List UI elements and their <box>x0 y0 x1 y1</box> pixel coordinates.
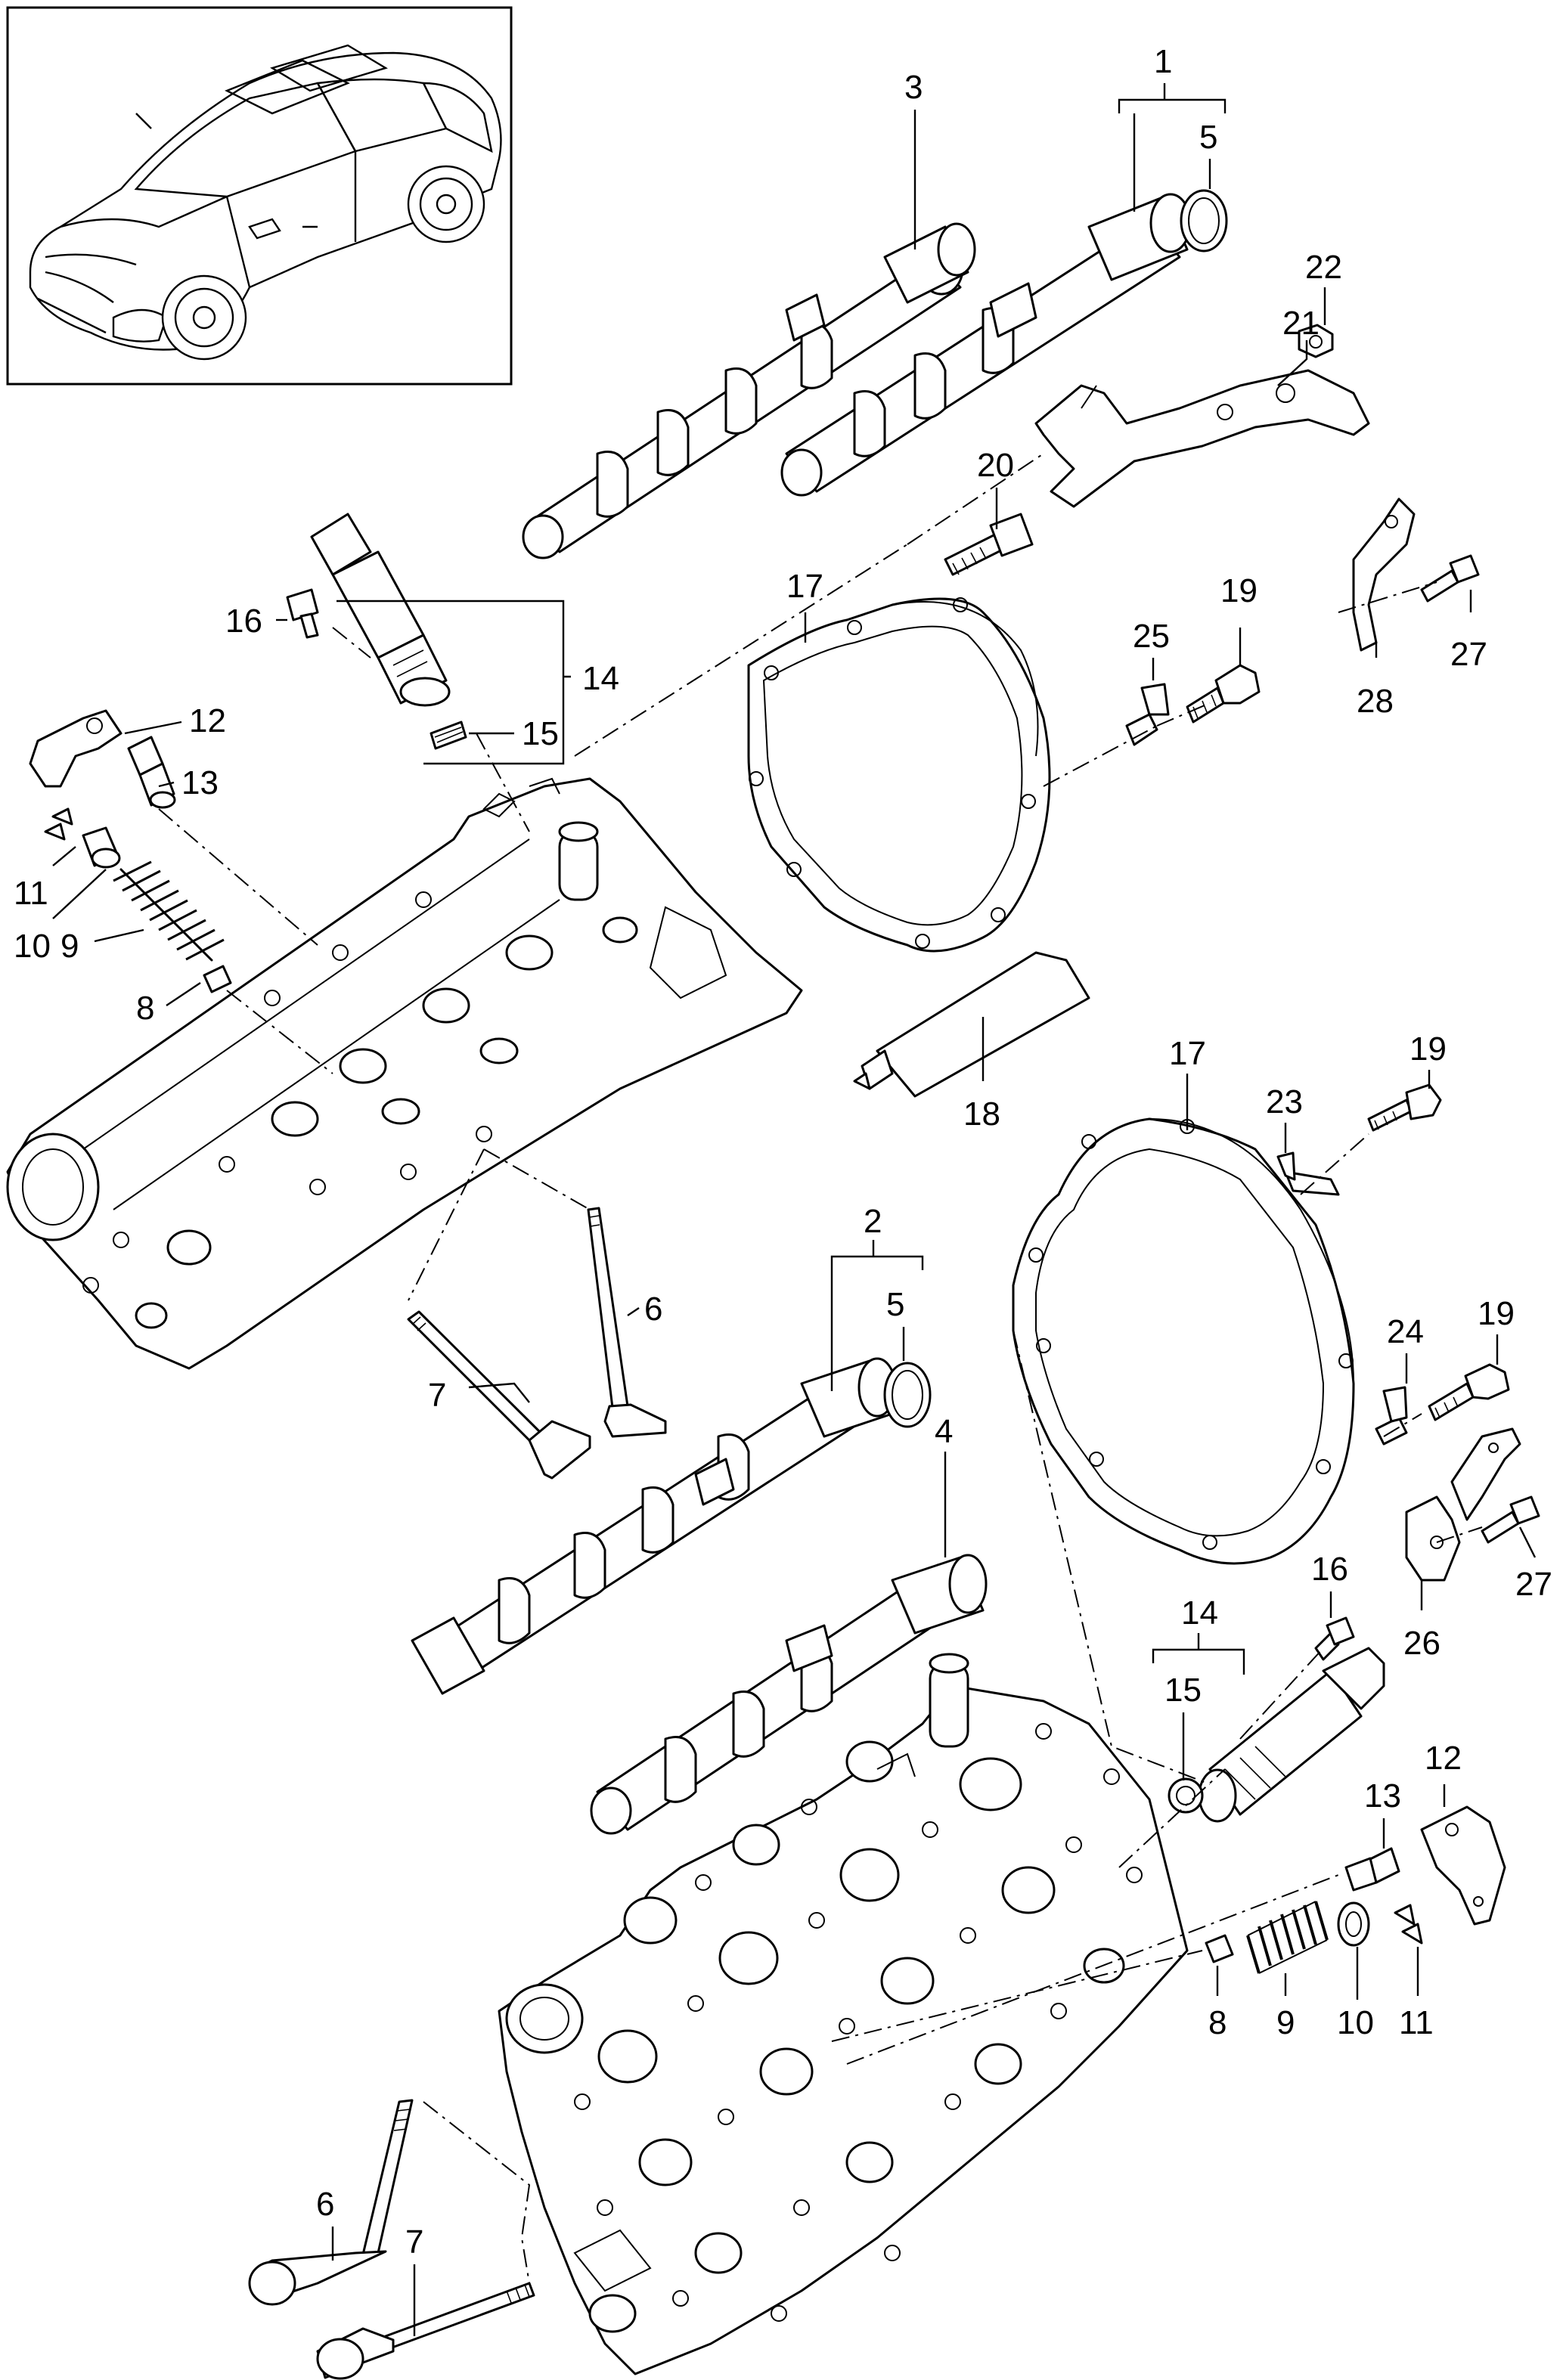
callout-22: 22 <box>1305 249 1342 286</box>
callout-9-b: 9 <box>1276 2004 1295 2041</box>
callout-11: 11 <box>14 875 48 912</box>
bracket-26 <box>1405 1427 1521 1582</box>
clip-24 <box>1375 1386 1408 1446</box>
callout-8-b: 8 <box>1208 2004 1227 2041</box>
clip-25 <box>1125 683 1170 746</box>
callout-14: 14 <box>582 660 619 697</box>
callout-27-b: 27 <box>1515 1566 1552 1603</box>
seal-15-top <box>430 721 467 750</box>
valve-spring-9-right <box>1246 1901 1329 1974</box>
bolt-16-top <box>286 588 319 639</box>
callout-17-b: 17 <box>1169 1035 1206 1072</box>
callout-12: 12 <box>189 702 226 739</box>
callout-26: 26 <box>1403 1625 1441 1662</box>
sealant-tube-18 <box>853 951 1090 1098</box>
valve-7-left <box>407 1310 591 1480</box>
solenoid-valve-14-bottom <box>1198 1647 1385 1823</box>
gasket-cover-17-bottom <box>1012 1117 1355 1565</box>
vehicle-suv-icon <box>29 44 502 361</box>
clip-23 <box>1276 1151 1340 1196</box>
valve-keeper-11-right <box>1394 1904 1423 1945</box>
callout-13-b: 13 <box>1364 1777 1401 1814</box>
callout-1: 1 <box>1154 43 1172 80</box>
camshaft-4 <box>590 1554 988 1835</box>
valve-6-bottom <box>248 2099 414 2306</box>
spring-retainer-10-left <box>82 826 121 869</box>
callout-27: 27 <box>1450 636 1487 673</box>
callout-2: 2 <box>864 1203 882 1240</box>
solenoid-valve-14-top <box>310 513 451 707</box>
gasket-cover-17-top <box>747 597 1051 953</box>
callout-labels: 1 3 5 22 21 20 17 25 19 27 28 16 14 15 1… <box>14 43 1552 2261</box>
callout-16: 16 <box>225 603 262 640</box>
callout-10: 10 <box>14 928 51 965</box>
valve-keeper-11-left <box>44 807 73 841</box>
callout-19: 19 <box>1220 572 1258 609</box>
assembly-lines <box>158 453 1483 2284</box>
hydraulic-lifter-13-right <box>1344 1847 1400 1892</box>
bracket-21 <box>1034 369 1370 508</box>
callout-7-b: 7 <box>405 2224 423 2261</box>
bolt-20 <box>944 513 1034 576</box>
valve-stem-seal-8-right <box>1205 1934 1234 1963</box>
bolt-27-top <box>1420 554 1480 603</box>
callout-15: 15 <box>522 715 559 752</box>
camshaft-1 <box>780 193 1192 497</box>
leader-lines <box>52 83 1537 2336</box>
callout-5: 5 <box>1199 119 1217 156</box>
callout-8: 8 <box>136 990 154 1027</box>
callout-3: 3 <box>904 69 923 106</box>
callout-25: 25 <box>1133 618 1170 655</box>
bolt-19-mid <box>1367 1083 1442 1132</box>
bolt-19-lower <box>1428 1363 1510 1421</box>
camshaft-2 <box>411 1357 897 1695</box>
callout-18: 18 <box>963 1095 1000 1133</box>
callout-13: 13 <box>181 764 219 801</box>
vehicle-thumbnail <box>6 6 513 386</box>
callout-19-b: 19 <box>1409 1030 1447 1068</box>
rocker-arm-12-left <box>29 709 122 788</box>
callout-11-b: 11 <box>1399 2004 1434 2041</box>
callout-14-b: 14 <box>1181 1594 1218 1632</box>
cylinder-head-top <box>6 777 803 1370</box>
seal-ring-5-top <box>1180 189 1228 253</box>
valve-stem-seal-8-left <box>203 965 232 993</box>
callout-12-b: 12 <box>1425 1740 1462 1777</box>
callout-23: 23 <box>1266 1083 1303 1120</box>
callout-28: 28 <box>1357 683 1394 720</box>
callout-6: 6 <box>644 1291 662 1328</box>
bracket-28 <box>1352 497 1416 652</box>
bolt-27-lower <box>1481 1495 1540 1544</box>
valve-6-left <box>587 1207 667 1438</box>
callout-24: 24 <box>1387 1313 1424 1350</box>
valve-7-bottom <box>316 2282 535 2380</box>
callout-7: 7 <box>428 1377 446 1414</box>
callout-10-b: 10 <box>1337 2004 1374 2041</box>
callout-9: 9 <box>60 928 79 965</box>
bolt-16-bottom <box>1314 1616 1355 1661</box>
callout-4: 4 <box>935 1413 953 1450</box>
bolt-19-top <box>1186 664 1261 724</box>
camshaft-3 <box>522 222 976 559</box>
callout-20: 20 <box>977 447 1014 484</box>
valve-spring-9-left <box>113 860 225 962</box>
callout-21: 21 <box>1282 305 1320 342</box>
callout-19-c: 19 <box>1478 1295 1515 1332</box>
callout-16-b: 16 <box>1311 1551 1348 1588</box>
hydraulic-lifter-13-left <box>127 736 176 809</box>
callout-5-b: 5 <box>886 1286 904 1323</box>
callout-15-b: 15 <box>1164 1672 1202 1709</box>
callout-17: 17 <box>786 568 823 605</box>
rocker-arm-12-right <box>1420 1805 1506 1926</box>
callout-6-b: 6 <box>316 2186 334 2223</box>
cylinder-head-bottom <box>498 1653 1189 2375</box>
spring-retainer-10-right <box>1337 1901 1370 1947</box>
seal-ring-5-bottom <box>883 1362 932 1428</box>
